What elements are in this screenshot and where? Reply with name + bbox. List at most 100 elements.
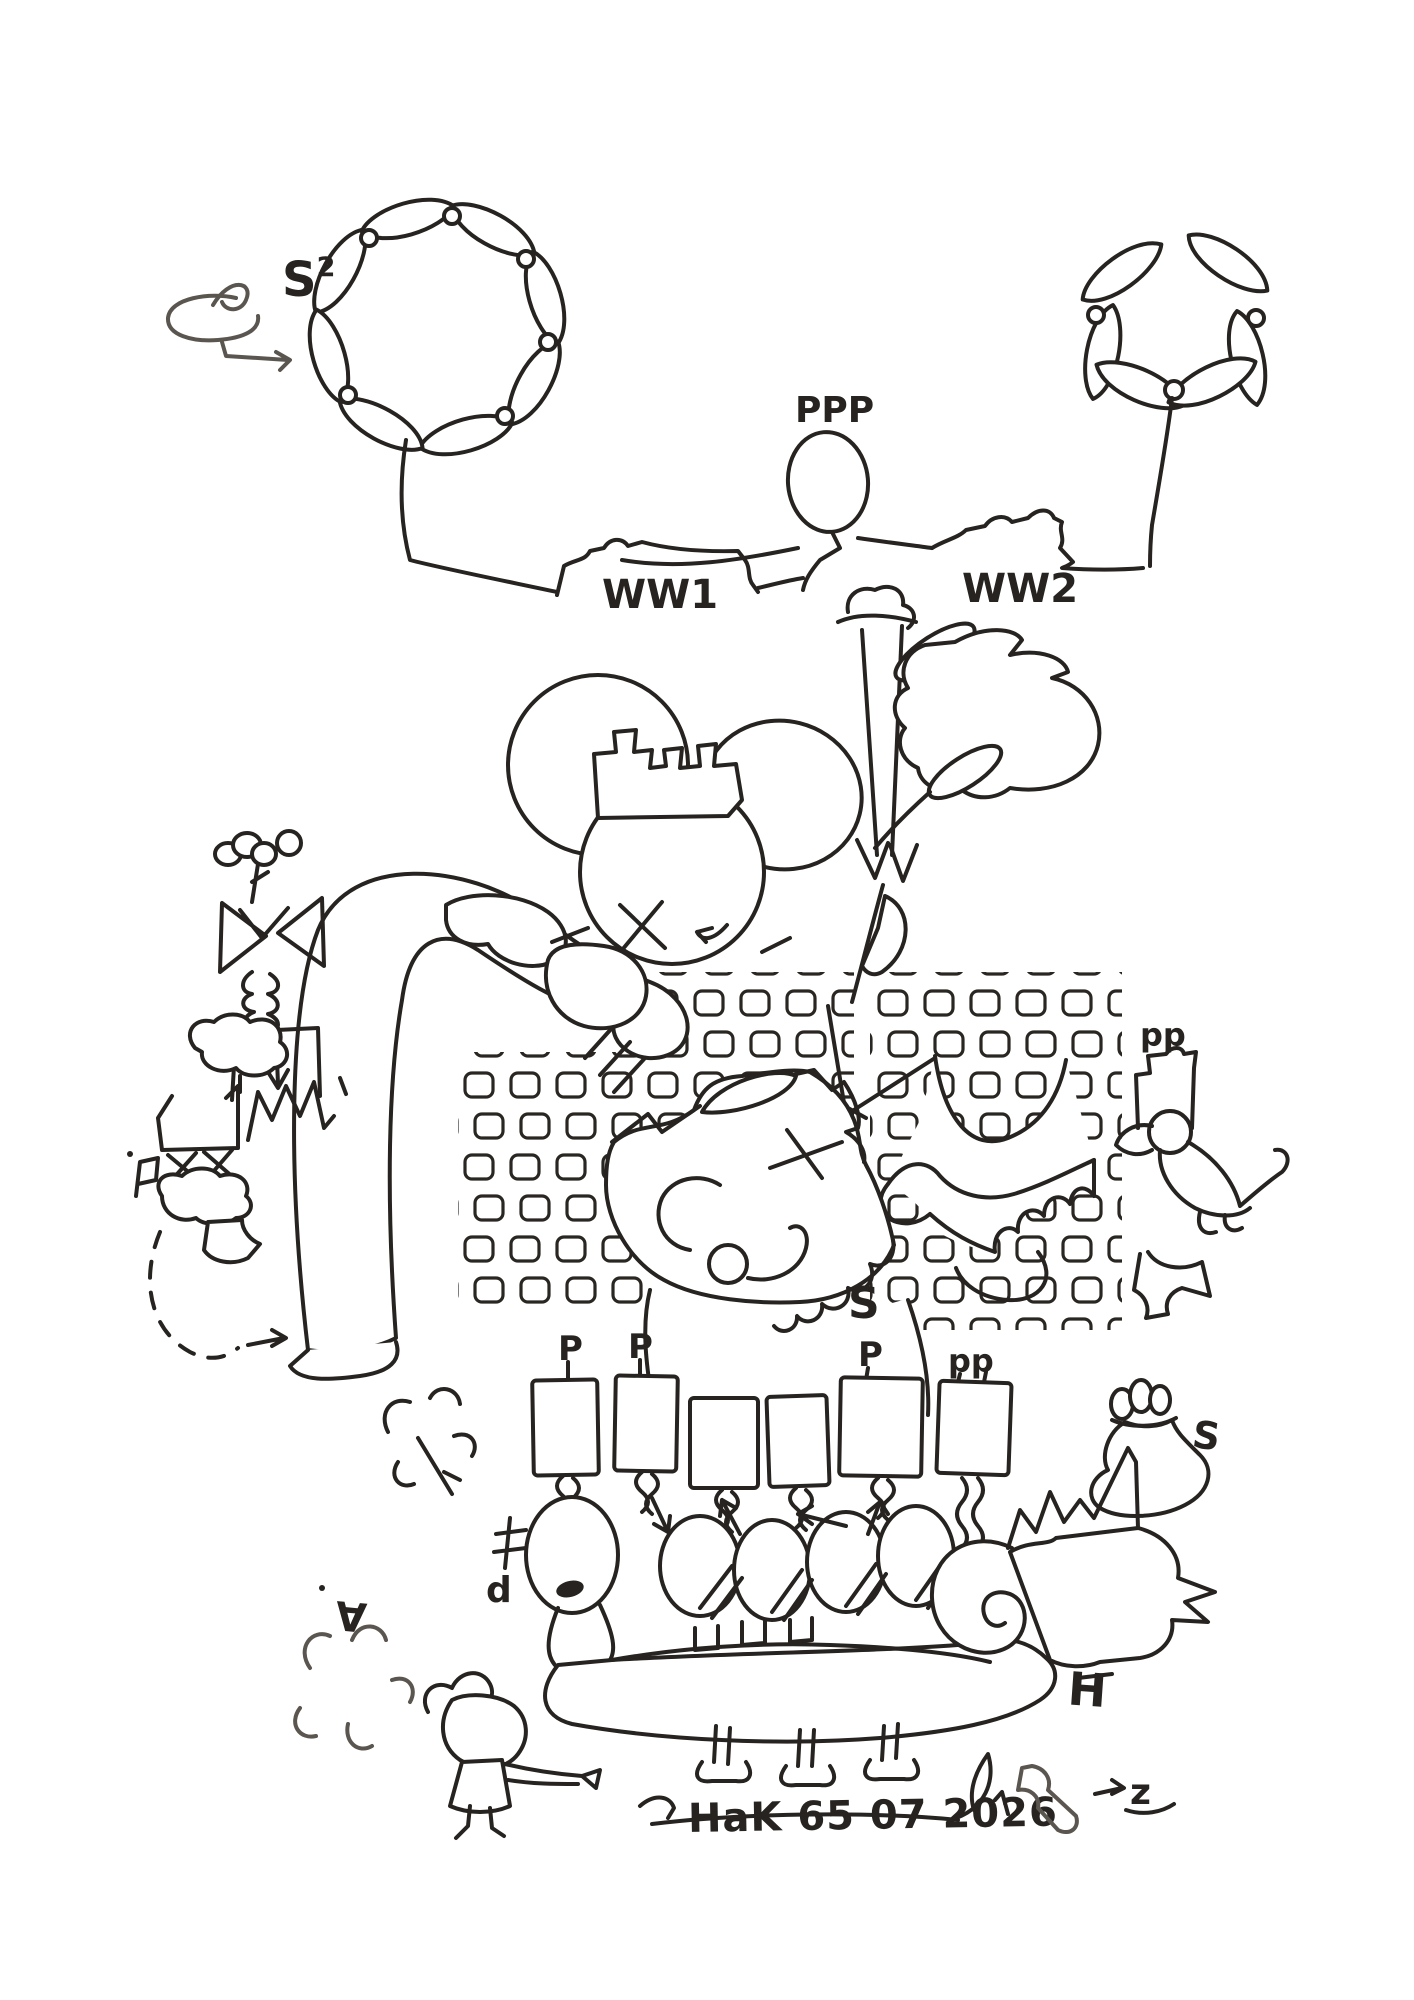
toe	[1148, 1384, 1172, 1416]
dashed-arc	[148, 1230, 240, 1360]
figure-head-and-arms: PPP WW1 WW2	[555, 390, 1145, 618]
boat-deck-line	[610, 1642, 992, 1664]
figure-head	[785, 430, 871, 534]
arrow-right-icon	[220, 340, 292, 372]
spiral-scroll	[929, 1539, 1027, 1655]
bird-tail-swoop	[954, 1250, 1049, 1303]
hash-mark	[492, 1516, 528, 1570]
flower-blob	[250, 841, 278, 867]
cloud-blob	[156, 1166, 253, 1226]
small-arrow	[866, 1500, 890, 1536]
balloon	[732, 1518, 812, 1622]
wreath-clasp	[538, 332, 558, 352]
placard	[934, 1378, 1014, 1478]
bone-connector	[870, 1476, 896, 1522]
left-arm-line	[620, 546, 800, 567]
sprout-curls	[382, 1387, 477, 1496]
half-leaf-shape	[860, 894, 908, 977]
whisker-curl-left	[656, 1176, 722, 1252]
blob-tail-line	[873, 790, 932, 850]
tick-marks	[550, 926, 792, 954]
flower-blob	[275, 829, 303, 857]
wreath-clasp	[338, 385, 358, 405]
mouse-crown-notches	[592, 728, 744, 820]
duck-belly	[1157, 1148, 1252, 1218]
balloon-boat-scene: d	[486, 1495, 1057, 1788]
placard	[837, 1375, 925, 1479]
ww2-banner	[930, 508, 1145, 572]
bottom-left-doodles: A	[293, 1585, 602, 1840]
ankle-line	[1110, 1416, 1178, 1428]
wreath-clasp	[516, 249, 536, 269]
sword-guard	[836, 613, 918, 624]
x-eye-icon	[768, 1128, 844, 1180]
wreath-clasp	[1163, 379, 1185, 401]
flag-label-1: P	[558, 1329, 583, 1369]
peanut-blob	[187, 1012, 290, 1078]
bird-back	[886, 1158, 1096, 1200]
ladder-crossbar	[1076, 1672, 1114, 1680]
wreath-clasp	[1086, 305, 1106, 325]
wreath-leaf	[1177, 220, 1279, 306]
ladder-label: H	[1066, 1662, 1108, 1719]
left-arch-figure	[288, 871, 690, 1381]
bird-flag-tail	[503, 1762, 602, 1790]
bird-feet	[454, 1804, 506, 1840]
placard	[612, 1373, 680, 1474]
curl-stroke	[211, 283, 250, 312]
sword-pommel	[845, 584, 916, 630]
bird-skirt	[448, 1758, 512, 1814]
z-underline	[1124, 1802, 1176, 1815]
wreath-clasp	[495, 406, 515, 426]
cloud-stroke	[166, 293, 261, 343]
balloon-hatch-lines	[698, 1558, 956, 1622]
arch-fist	[543, 942, 649, 1031]
right-castle-duck: pp	[1114, 1016, 1290, 1320]
tiny-flag	[134, 1156, 160, 1198]
signature-block: HaK 65 07 2026	[638, 1752, 1058, 1842]
castle-shape	[1134, 1046, 1198, 1130]
whisker-node	[707, 1243, 749, 1285]
pinwheel-curls	[293, 1624, 415, 1751]
signature-flourish	[948, 1752, 1010, 1822]
ww1-banner-link	[756, 576, 805, 590]
mouse-head	[506, 673, 864, 966]
top-right-wreath	[1071, 220, 1279, 568]
wreath-clasp	[442, 206, 462, 226]
sail-triangle	[156, 1084, 240, 1152]
wreath-leaf	[1071, 229, 1173, 315]
foot-shape	[695, 1760, 753, 1784]
hatch-lines	[583, 1026, 647, 1094]
balloon	[658, 1514, 742, 1618]
placard	[530, 1377, 601, 1478]
deck-hatch-marks	[693, 1616, 814, 1652]
double-x-marks	[166, 1148, 236, 1184]
small-arrow	[718, 1498, 742, 1536]
hook-arrow-icon	[695, 923, 729, 944]
bird-body	[440, 1693, 528, 1770]
bottom-right-doodles: z	[1016, 1764, 1176, 1835]
top-left-wreath	[298, 188, 576, 594]
white-cover	[888, 1056, 1094, 1252]
signature-strike-line	[650, 1812, 960, 1826]
boot-blob	[1016, 1764, 1079, 1835]
hammock-curve	[933, 1054, 1068, 1144]
wreath-clasp	[1246, 308, 1266, 328]
x-eye-icon	[618, 900, 667, 952]
figure-neck	[801, 530, 842, 592]
arrowhead-down-icon	[855, 838, 919, 883]
bone-connector	[634, 1470, 660, 1516]
flower-stem	[250, 862, 270, 904]
foot-shape	[779, 1764, 837, 1788]
left-totem	[127, 829, 348, 1360]
blob-creature	[892, 628, 1102, 800]
bird-belly-fingers	[928, 1158, 1096, 1254]
inverted-a-label: A	[334, 1591, 369, 1640]
trousers-shape	[1132, 1250, 1212, 1320]
z-label: z	[1130, 1772, 1151, 1813]
right-dragon: H	[1006, 1446, 1217, 1719]
sword-blade	[860, 624, 904, 857]
arrow-continuation-line	[850, 883, 885, 1004]
